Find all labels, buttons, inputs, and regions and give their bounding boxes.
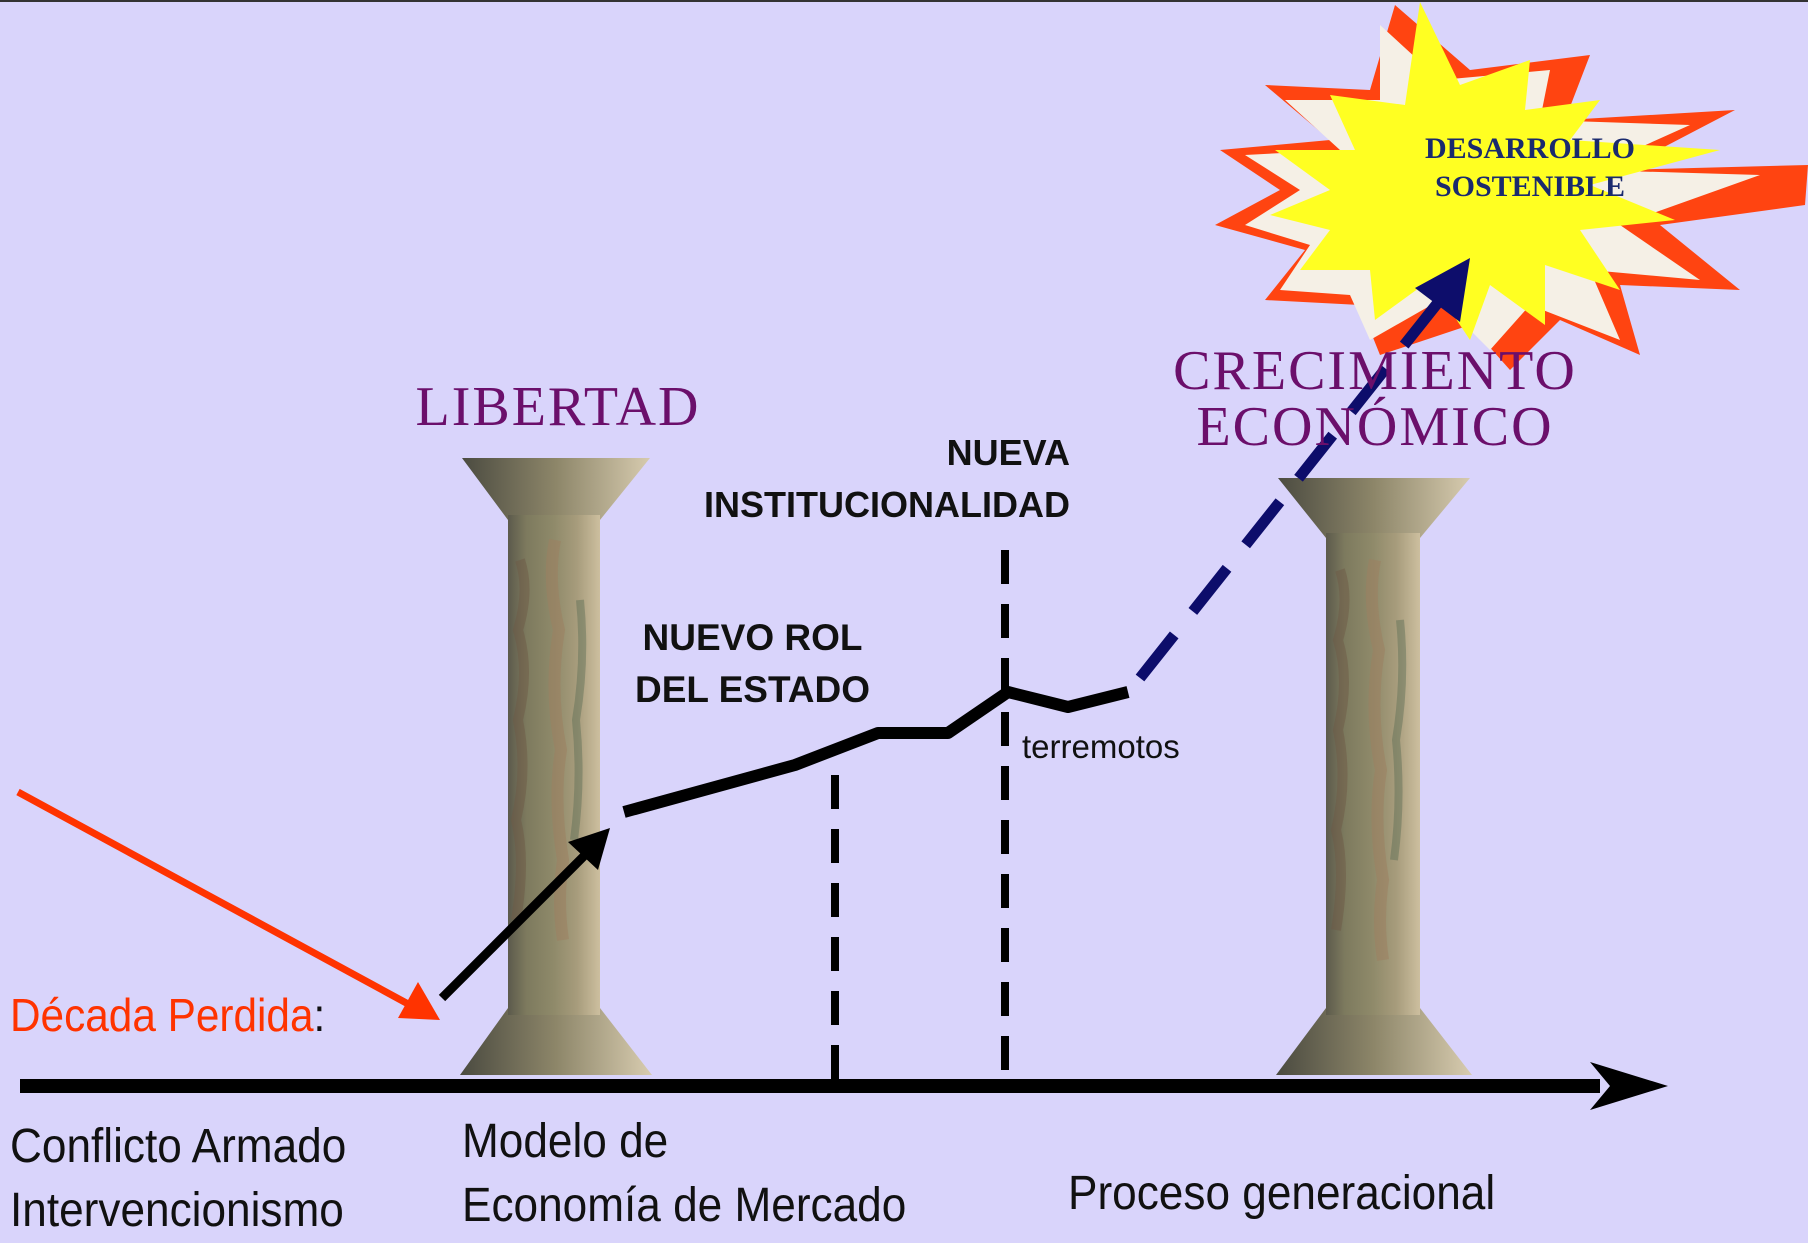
- desarrollo-line2: SOSTENIBLE: [1434, 170, 1626, 203]
- decada-colon: :: [313, 989, 326, 1041]
- pillar-libertad: [460, 458, 652, 1075]
- rising-arrow: [438, 828, 610, 1002]
- decada-perdida-arrow: [16, 788, 440, 1020]
- desarrollo-starburst: [1215, 2, 1808, 370]
- nuevo-rol-line2: DEL ESTADO: [634, 669, 871, 710]
- crecimiento-title-line2: ECONÓMICO: [1196, 396, 1554, 458]
- nueva-line2: INSTITUCIONALIDAD: [704, 484, 1070, 525]
- path-to-goal-arrow: [1135, 258, 1470, 682]
- conflicto-line2: Intervencionismo: [10, 1184, 344, 1237]
- modelo-line1: Modelo de: [462, 1115, 669, 1168]
- progress-line: [622, 686, 1130, 818]
- libertad-title: LIBERTAD: [415, 376, 701, 438]
- bottom-label-conflicto: Conflicto Armado Intervencionismo: [10, 1115, 346, 1243]
- decada-perdida-text: Década Perdida: [10, 989, 314, 1041]
- desarrollo-line1: DESARROLLO: [1424, 132, 1636, 165]
- nuevo-rol-label: NUEVO ROL DEL ESTADO: [620, 612, 885, 716]
- nueva-line1: NUEVA: [946, 432, 1070, 473]
- timeline-arrow: [20, 1062, 1668, 1110]
- modelo-line2: Economía de Mercado: [462, 1179, 907, 1232]
- nueva-institucionalidad-label: NUEVA INSTITUCIONALIDAD: [700, 427, 1070, 531]
- desarrollo-label: DESARROLLO SOSTENIBLE: [1385, 130, 1675, 206]
- terremotos-label: terremotos: [1022, 728, 1180, 765]
- conflicto-line1: Conflicto Armado: [10, 1120, 347, 1173]
- decada-perdida-label: Década Perdida:: [10, 988, 325, 1042]
- crecimiento-title-line1: CRECIMIENTO: [1173, 340, 1577, 402]
- pillar-crecimiento: [1276, 478, 1472, 1075]
- bottom-label-proceso: Proceso generacional: [1068, 1167, 1496, 1220]
- bottom-label-modelo: Modelo de Economía de Mercado: [462, 1110, 906, 1238]
- crecimiento-title: CRECIMIENTO ECONÓMICO: [1150, 343, 1600, 455]
- nuevo-rol-line1: NUEVO ROL: [642, 617, 863, 658]
